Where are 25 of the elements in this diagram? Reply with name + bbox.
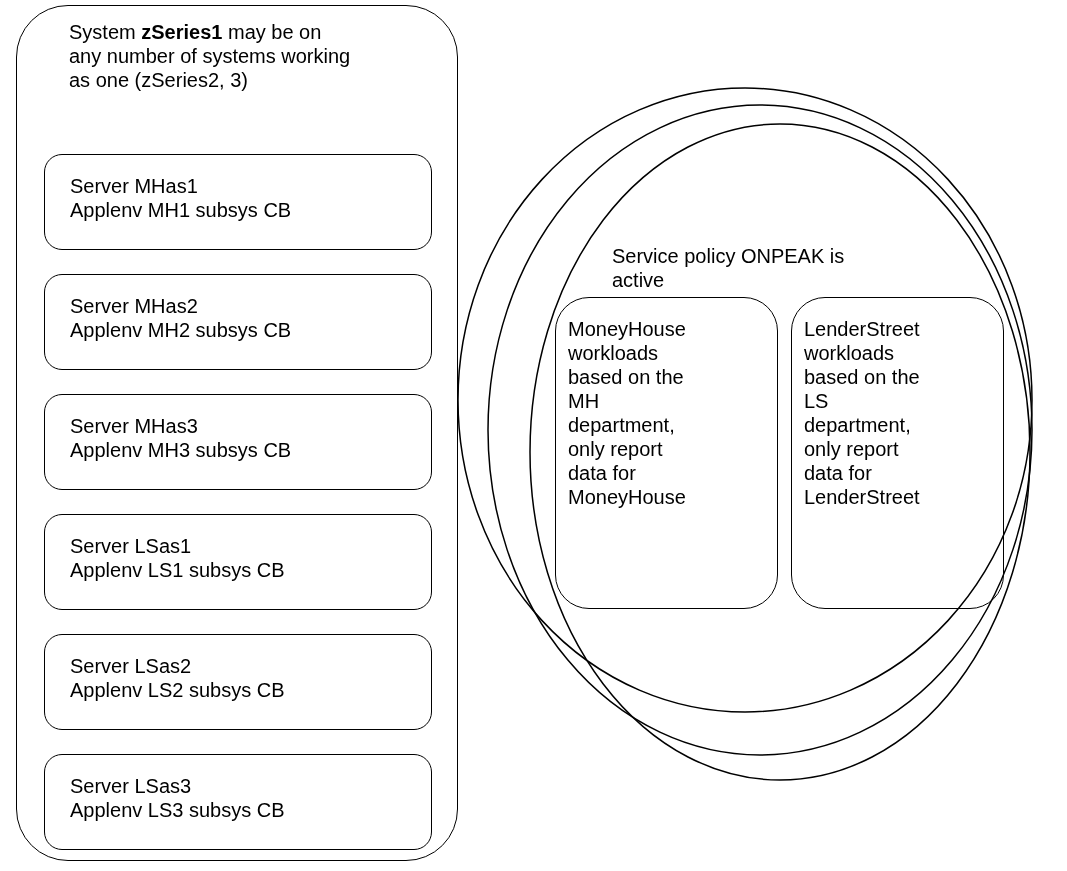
node-text: MoneyHouse workloads based on the MH department, only report data for MoneyHouse [568, 317, 687, 509]
server-detail: Applenv LS2 subsys CB [70, 678, 286, 702]
rounded-box [44, 634, 432, 730]
server-detail: Applenv LS1 subsys CB [70, 558, 286, 582]
system-container [16, 5, 458, 861]
server-detail: Applenv MH1 subsys CB [70, 198, 293, 222]
rounded-box [44, 514, 432, 610]
server-detail: Applenv MH2 subsys CB [70, 318, 293, 342]
server-detail: Applenv MH3 subsys CB [70, 438, 293, 462]
rounded-box [44, 154, 432, 250]
rounded-box [44, 274, 432, 370]
rounded-box [44, 394, 432, 490]
node-text: System zSeries1 may be on any number of systems working as one (zSeries2, 3) [69, 20, 352, 92]
server-name: Server LSas3 [70, 774, 193, 798]
server-name: Server MHas3 [70, 414, 199, 438]
node-text: Service policy ONPEAK is active [612, 244, 846, 292]
server-name: Server LSas1 [70, 534, 193, 558]
node-text: LenderStreet workloads based on the LS department, only report data for LenderStreet [804, 317, 921, 509]
rounded-box [791, 297, 1004, 609]
server-name: Server LSas2 [70, 654, 193, 678]
server-name: Server MHas1 [70, 174, 199, 198]
server-name: Server MHas2 [70, 294, 199, 318]
rounded-box [44, 754, 432, 850]
rounded-box [555, 297, 778, 609]
server-detail: Applenv LS3 subsys CB [70, 798, 286, 822]
